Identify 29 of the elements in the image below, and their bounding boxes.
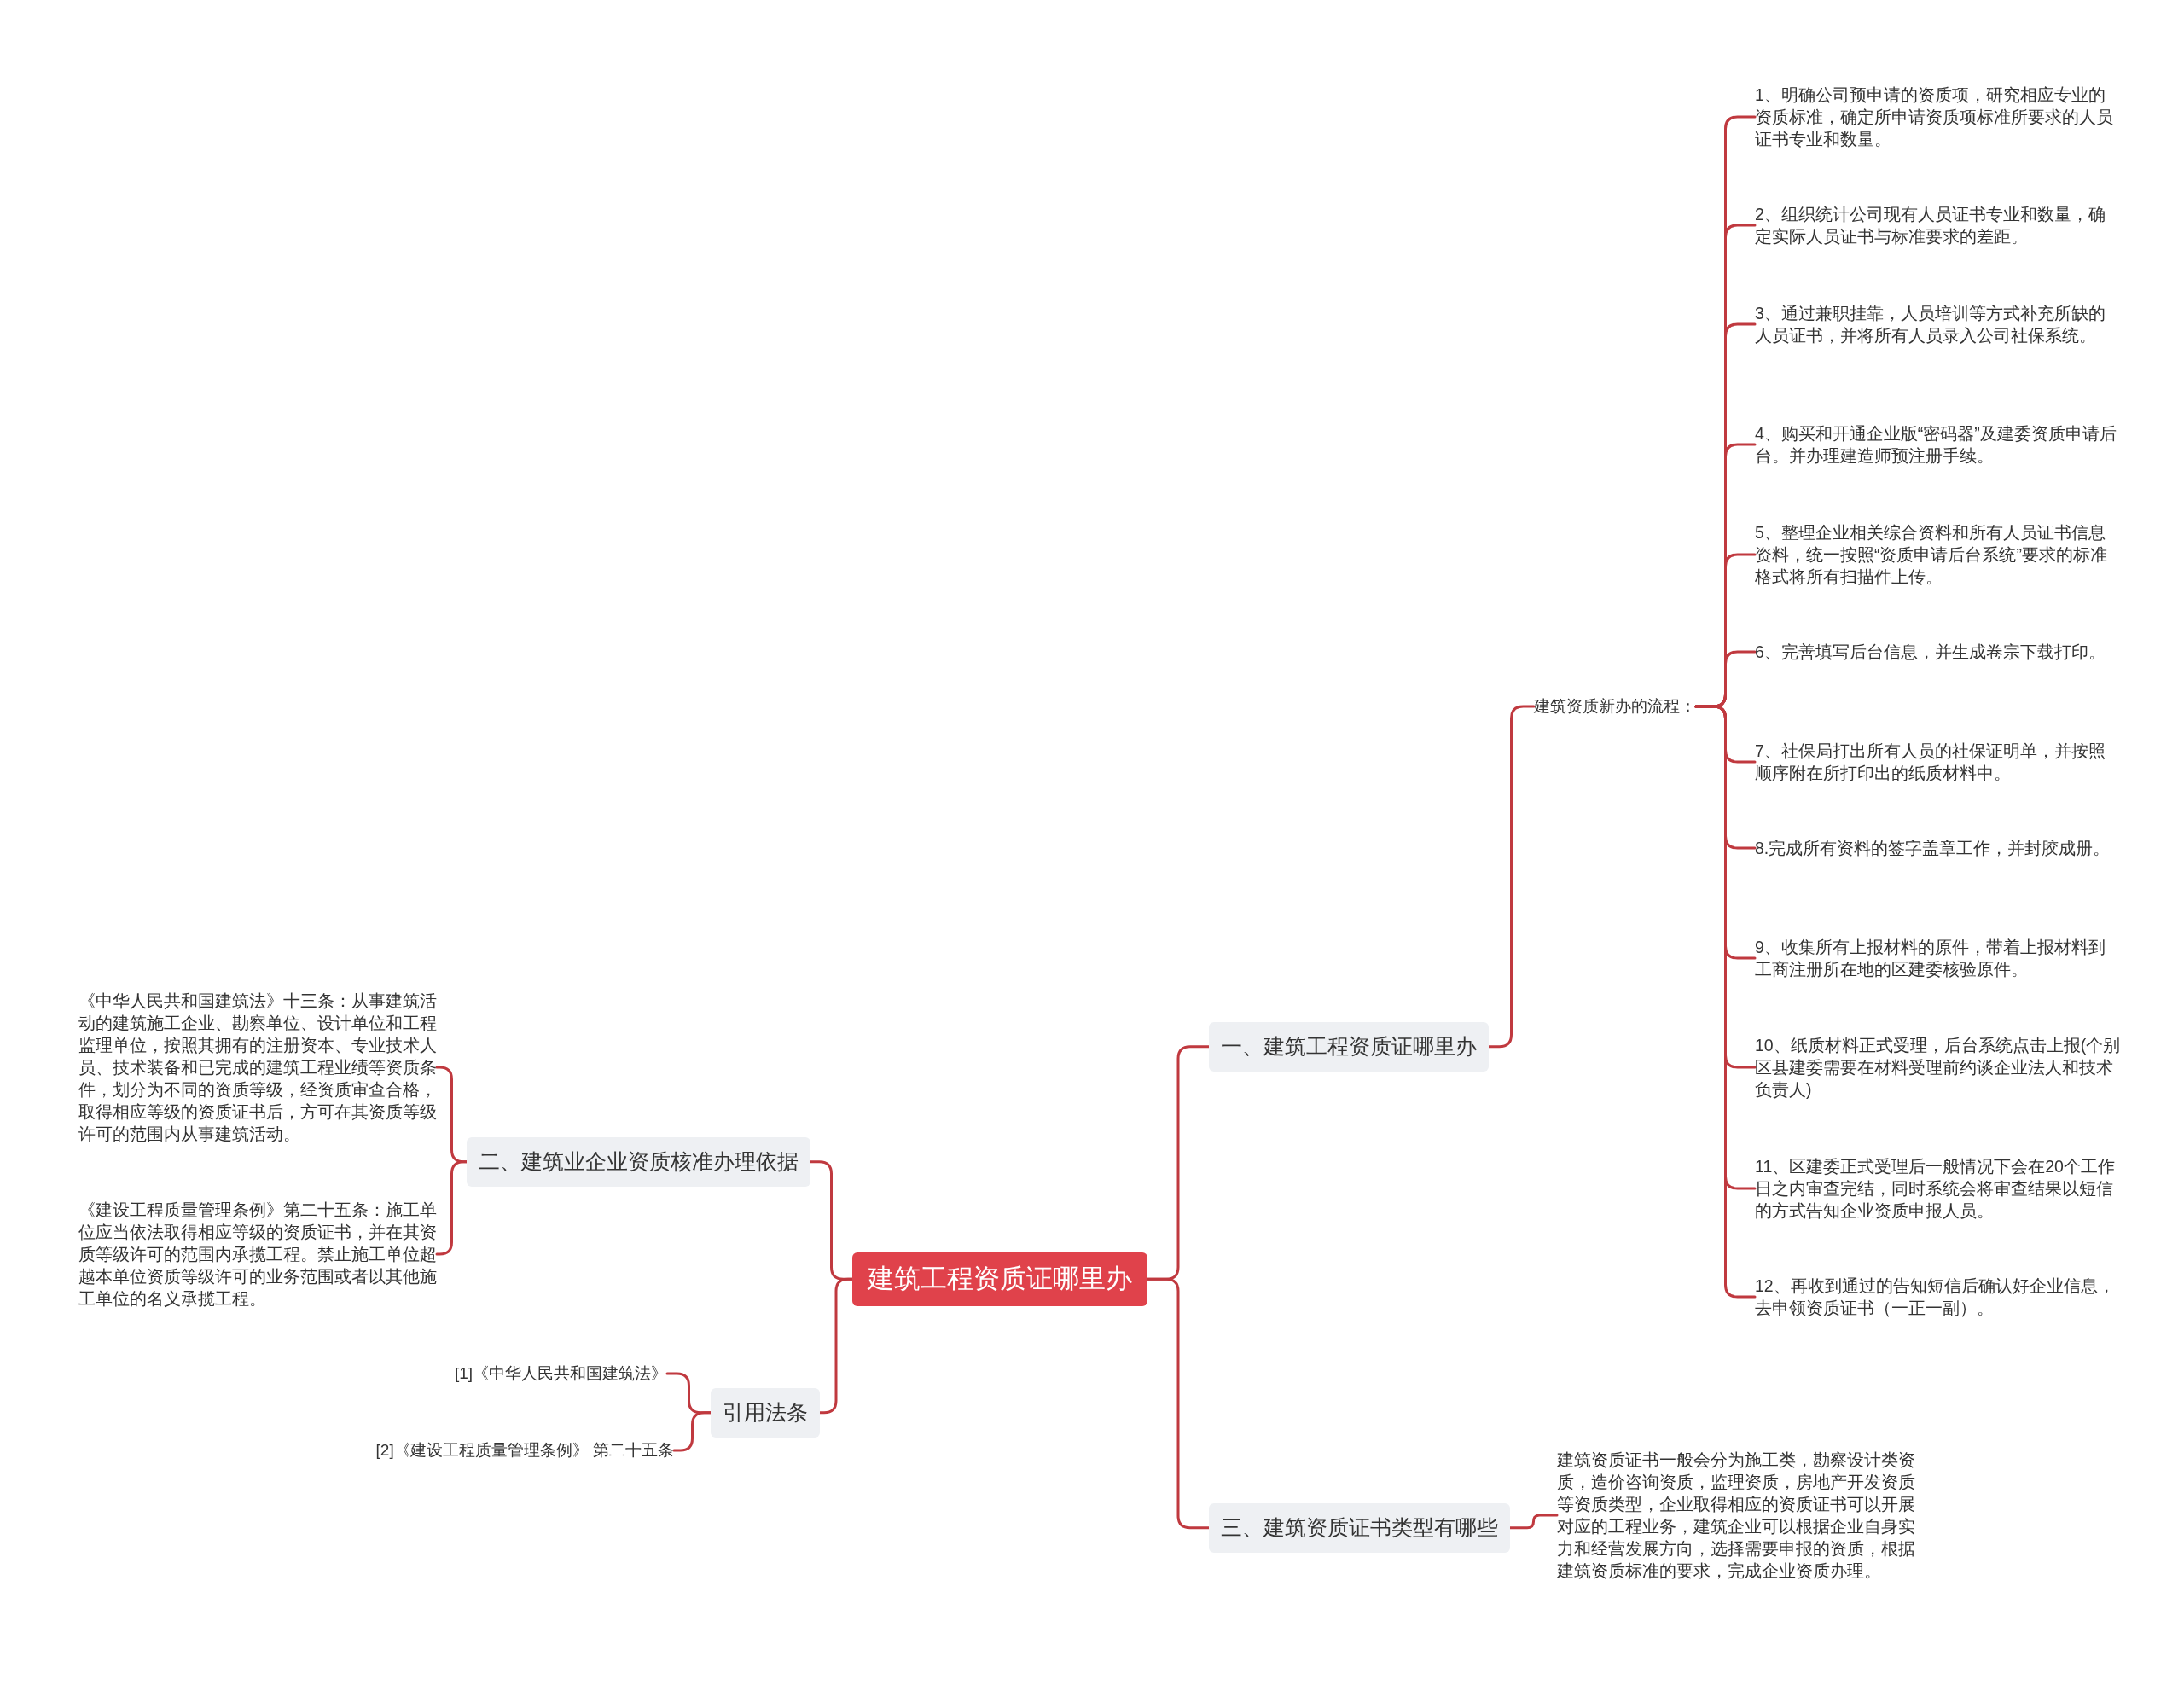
note-text: 建筑资质证书一般会分为施工类，勘察设计类资质，造价咨询资质，监理资质，房地产开发资质等资质类型，企业取得相应的资质证书可以开展对应的工程业务，建筑企业可以根据企业自身实力和经营发展方向，选择需要申报的资质，根据建筑资质标准的要求，完成企业资质办理。: [1557, 1449, 1915, 1582]
note-text: 7、社保局打出所有人员的社保证明单，并按照顺序附在所打印出的纸质材料中。: [1755, 740, 2122, 784]
note-text: 6、完善填写后台信息，并生成卷宗下载打印。: [1755, 641, 2122, 663]
branch-label: [2]《建设工程质量管理条例》 第二十五条: [375, 1439, 674, 1461]
topic-box: 三、建筑资质证书类型有哪些: [1209, 1503, 1510, 1553]
note-text: 《中华人民共和国建筑法》十三条：从事建筑活动的建筑施工企业、勘察单位、设计单位和工程监理单位，按照其拥有的注册资本、专业技术人员、技术装备和已完成的建筑工程业绩等资质条件，划分为不同的资质等级，经资质审查合格，取得相应等级的资质证书后，方可在其资质等级许可的范围内从事建筑活动。: [78, 990, 437, 1145]
connector: [1146, 1277, 1211, 1530]
connector: [672, 1411, 712, 1452]
note-text: 4、购买和开通企业版“密码器”及建委资质申请后台。并办理建造师预注册手续。: [1755, 422, 2122, 467]
topic-box: 一、建筑工程资质证哪里办: [1209, 1022, 1489, 1072]
note-text: 8.完成所有资料的签字盖章工作，并封胶成册。: [1755, 837, 2122, 859]
note-text: 1、明确公司预申请的资质项，研究相应专业的资质标准，确定所申请资质项标准所要求的人员证书专业和数量。: [1755, 84, 2122, 150]
connector: [435, 1160, 468, 1256]
central-topic: 建筑工程资质证哪里办: [852, 1252, 1147, 1306]
note-text: 5、整理企业相关综合资料和所有人员证书信息资料，统一按照“资质申请后台系统”要求的标准格式将所有扫描件上传。: [1755, 521, 2122, 588]
connector: [1487, 705, 1536, 1049]
note-text: 2、组织统计公司现有人员证书专业和数量，确定实际人员证书与标准要求的差距。: [1755, 203, 2122, 247]
connector: [1508, 1514, 1559, 1530]
topic-box: 引用法条: [711, 1388, 820, 1438]
note-text: 3、通过兼职挂靠，人员培训等方式补充所缺的人员证书，并将所有人员录入公司社保系统。: [1755, 302, 2122, 346]
connector: [818, 1277, 854, 1415]
note-text: 12、再收到通过的告知短信后确认好企业信息，去申领资质证书（一正一副）。: [1755, 1275, 2122, 1319]
branch-label: [1]《中华人民共和国建筑法》: [454, 1363, 667, 1385]
topic-box: 二、建筑业企业资质核准办理依据: [467, 1137, 810, 1187]
branch-label: 建筑资质新办的流程：: [1534, 695, 1696, 718]
note-text: 10、纸质材料正式受理，后台系统点击上报(个别区县建委需要在材料受理前约谈企业法人和技术负责人): [1755, 1034, 2122, 1101]
note-text: 11、区建委正式受理后一般情况下会在20个工作日之内审查完结，同时系统会将审查结果以短信的方式告知企业资质申报人员。: [1755, 1155, 2122, 1222]
note-text: 9、收集所有上报材料的原件，带着上报材料到工商注册所在地的区建委核验原件。: [1755, 936, 2122, 980]
note-text: 《建设工程质量管理条例》第二十五条：施工单位应当依法取得相应等级的资质证书，并在其资质等级许可的范围内承揽工程。禁止施工单位超越本单位资质等级许可的业务范围或者以其他施工单位的名义承揽工程。: [78, 1199, 437, 1310]
